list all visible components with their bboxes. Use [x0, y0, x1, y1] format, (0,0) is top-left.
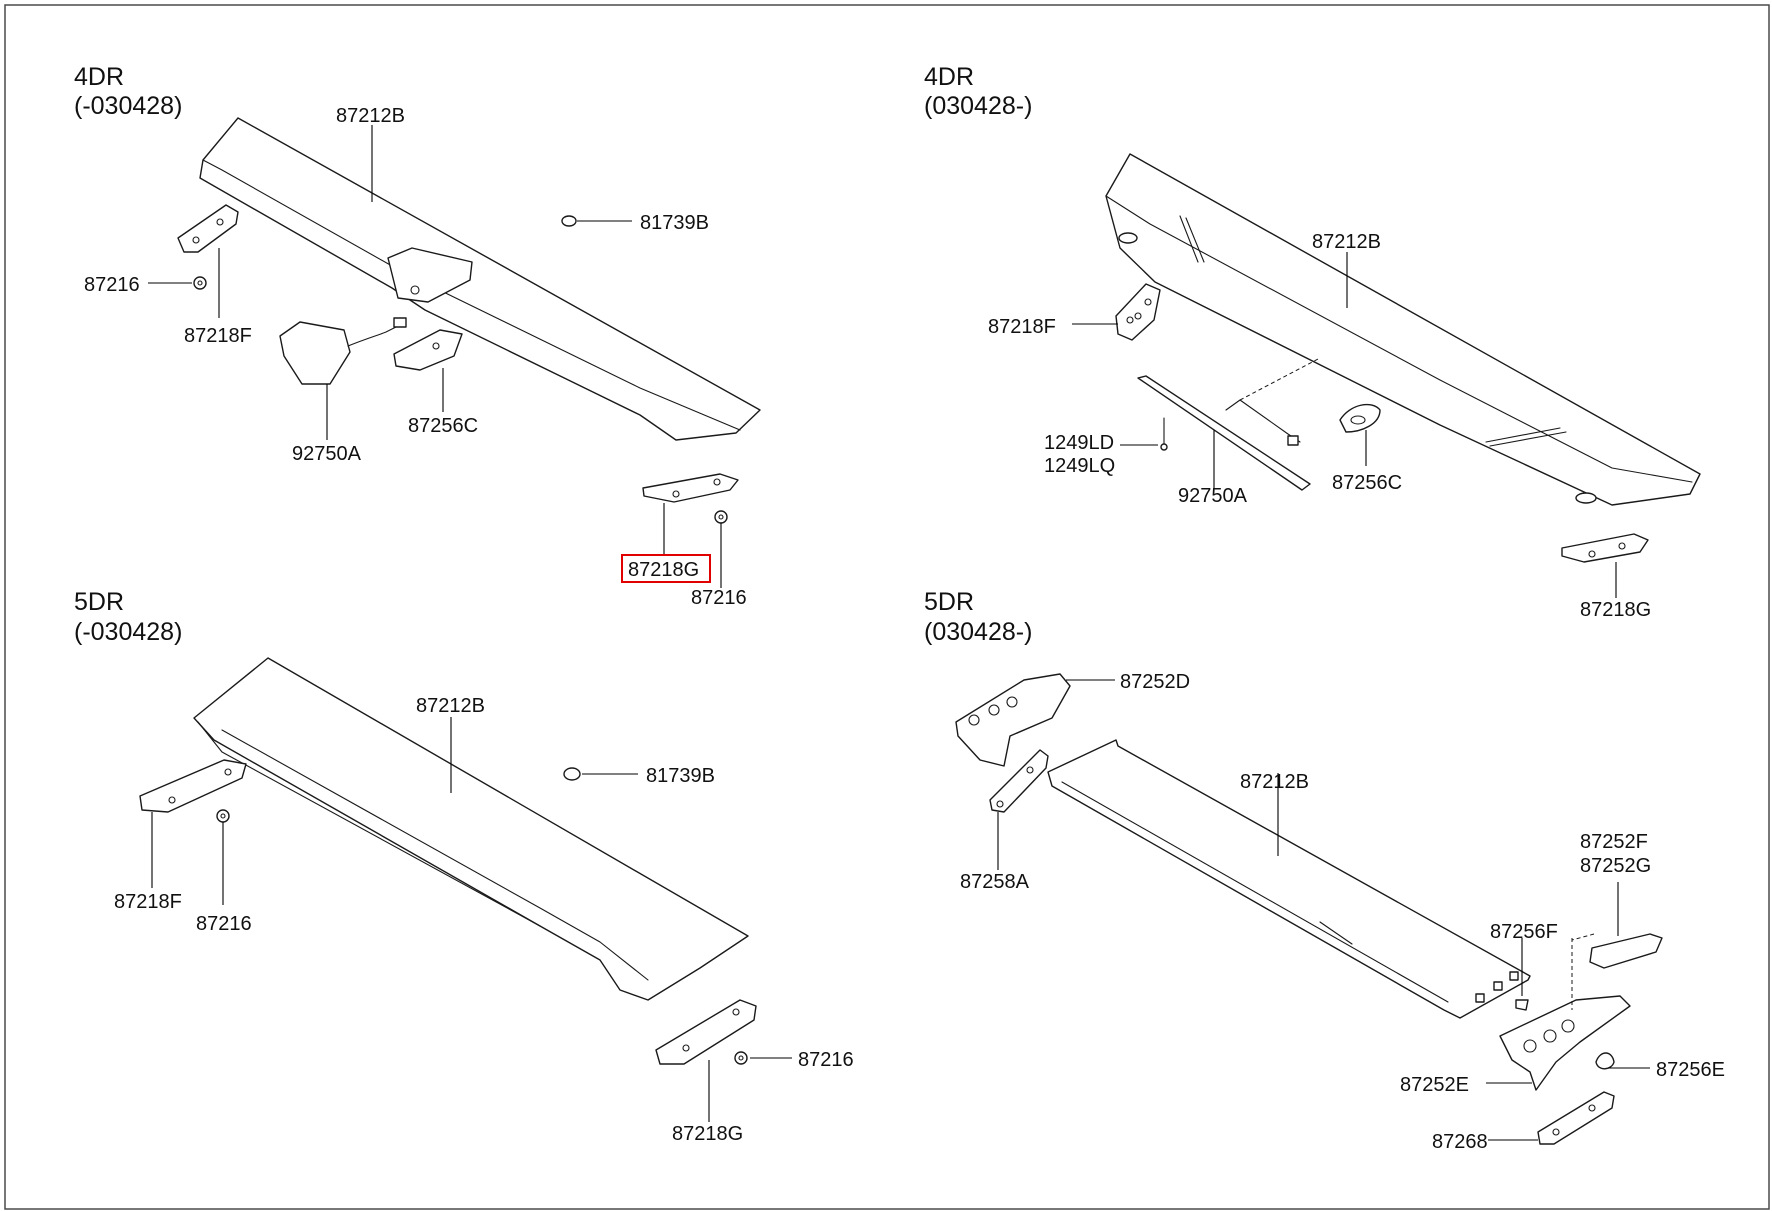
section-5dr-late: 5DR (030428-)	[924, 588, 1725, 1153]
pad-87256C-part[interactable]	[393, 329, 463, 371]
section-title: 4DR	[74, 63, 124, 91]
label-87216: 87216	[84, 274, 140, 296]
section-4dr-early: 4DR (-030428)	[74, 63, 761, 609]
label-87218F: 87218F	[114, 891, 182, 913]
label-87256C: 87256C	[408, 415, 478, 437]
section-title: 4DR	[924, 63, 974, 91]
label-87216-lower: 87216	[691, 587, 747, 609]
section-range: (-030428)	[74, 618, 182, 646]
label-87218G: 87218G	[672, 1123, 743, 1145]
bracket-87218F-part[interactable]	[139, 759, 247, 813]
section-range: (-030428)	[74, 92, 182, 120]
label-87212B: 87212B	[1312, 231, 1381, 253]
section-title: 5DR	[74, 588, 124, 616]
label-87256E: 87256E	[1656, 1059, 1725, 1081]
clip-87216-part[interactable]	[216, 809, 230, 823]
endcap-87252D-part[interactable]	[955, 673, 1071, 767]
rear-spoiler-part[interactable]	[199, 117, 761, 441]
label-87256F: 87256F	[1490, 921, 1558, 943]
section-range: (030428-)	[924, 92, 1032, 120]
bracket-87258A-part[interactable]	[989, 749, 1049, 813]
label-87218F: 87218F	[184, 325, 252, 347]
endcap-87252E-part[interactable]	[1499, 938, 1631, 1091]
bracket-87218G-part[interactable]	[642, 473, 739, 503]
label-87212B: 87212B	[1240, 771, 1309, 793]
rear-spoiler-part[interactable]	[1105, 153, 1701, 506]
screw-1249LD-part[interactable]	[1160, 417, 1168, 451]
label-87256C: 87256C	[1332, 472, 1402, 494]
section-title: 5DR	[924, 588, 974, 616]
label-81739B: 81739B	[646, 765, 715, 787]
label-87218G: 87218G	[1580, 599, 1651, 621]
label-87218F: 87218F	[988, 316, 1056, 338]
label-87216: 87216	[196, 913, 252, 935]
clip-87216-lower-part[interactable]	[734, 1051, 748, 1065]
label-87252G: 87252G	[1580, 855, 1651, 877]
label-81739B: 81739B	[640, 212, 709, 234]
lamp-92750A-part[interactable]	[279, 317, 407, 385]
label-92750A: 92750A	[1178, 485, 1248, 507]
label-87252E: 87252E	[1400, 1074, 1469, 1096]
label-87218G-highlighted: 87218G	[628, 559, 699, 581]
section-5dr-early: 5DR (-030428) 87212B 8173	[74, 588, 854, 1145]
pad-87256C-part[interactable]	[1339, 403, 1381, 433]
highlight-box	[621, 554, 711, 583]
plug-81739B-part[interactable]	[561, 215, 577, 227]
pad-87256F-part[interactable]	[1515, 999, 1529, 1011]
endcap-87252F-part[interactable]	[1571, 933, 1663, 969]
bracket-87268-part[interactable]	[1537, 1091, 1615, 1145]
label-87212B: 87212B	[416, 695, 485, 717]
label-1249LQ: 1249LQ	[1044, 455, 1115, 477]
label-87212B: 87212B	[336, 105, 405, 127]
clip-87216-lower-part[interactable]	[714, 510, 728, 524]
rear-spoiler-part[interactable]	[193, 657, 749, 1001]
clip-87216-part[interactable]	[193, 276, 207, 290]
label-87258A: 87258A	[960, 871, 1030, 893]
label-87216-lower: 87216	[798, 1049, 854, 1071]
section-4dr-late: 4DR (030428-)	[924, 63, 1701, 621]
lamp-92750A-part[interactable]	[1137, 357, 1321, 491]
label-1249LD: 1249LD	[1044, 432, 1114, 454]
plug-81739B-part[interactable]	[563, 767, 581, 781]
label-87268: 87268	[1432, 1131, 1488, 1153]
section-range: (030428-)	[924, 618, 1032, 646]
bracket-87218G-part[interactable]	[655, 999, 757, 1065]
label-87252F: 87252F	[1580, 831, 1648, 853]
rear-spoiler-part[interactable]	[1047, 739, 1531, 1019]
bracket-87218F-part[interactable]	[177, 204, 239, 253]
pad-87256E-part[interactable]	[1595, 1052, 1615, 1070]
label-87252D: 87252D	[1120, 671, 1190, 693]
diagram-frame	[4, 4, 1770, 1210]
label-92750A: 92750A	[292, 443, 362, 465]
bracket-87218G-part[interactable]	[1561, 533, 1649, 563]
bracket-87218F-part[interactable]	[1115, 283, 1161, 341]
